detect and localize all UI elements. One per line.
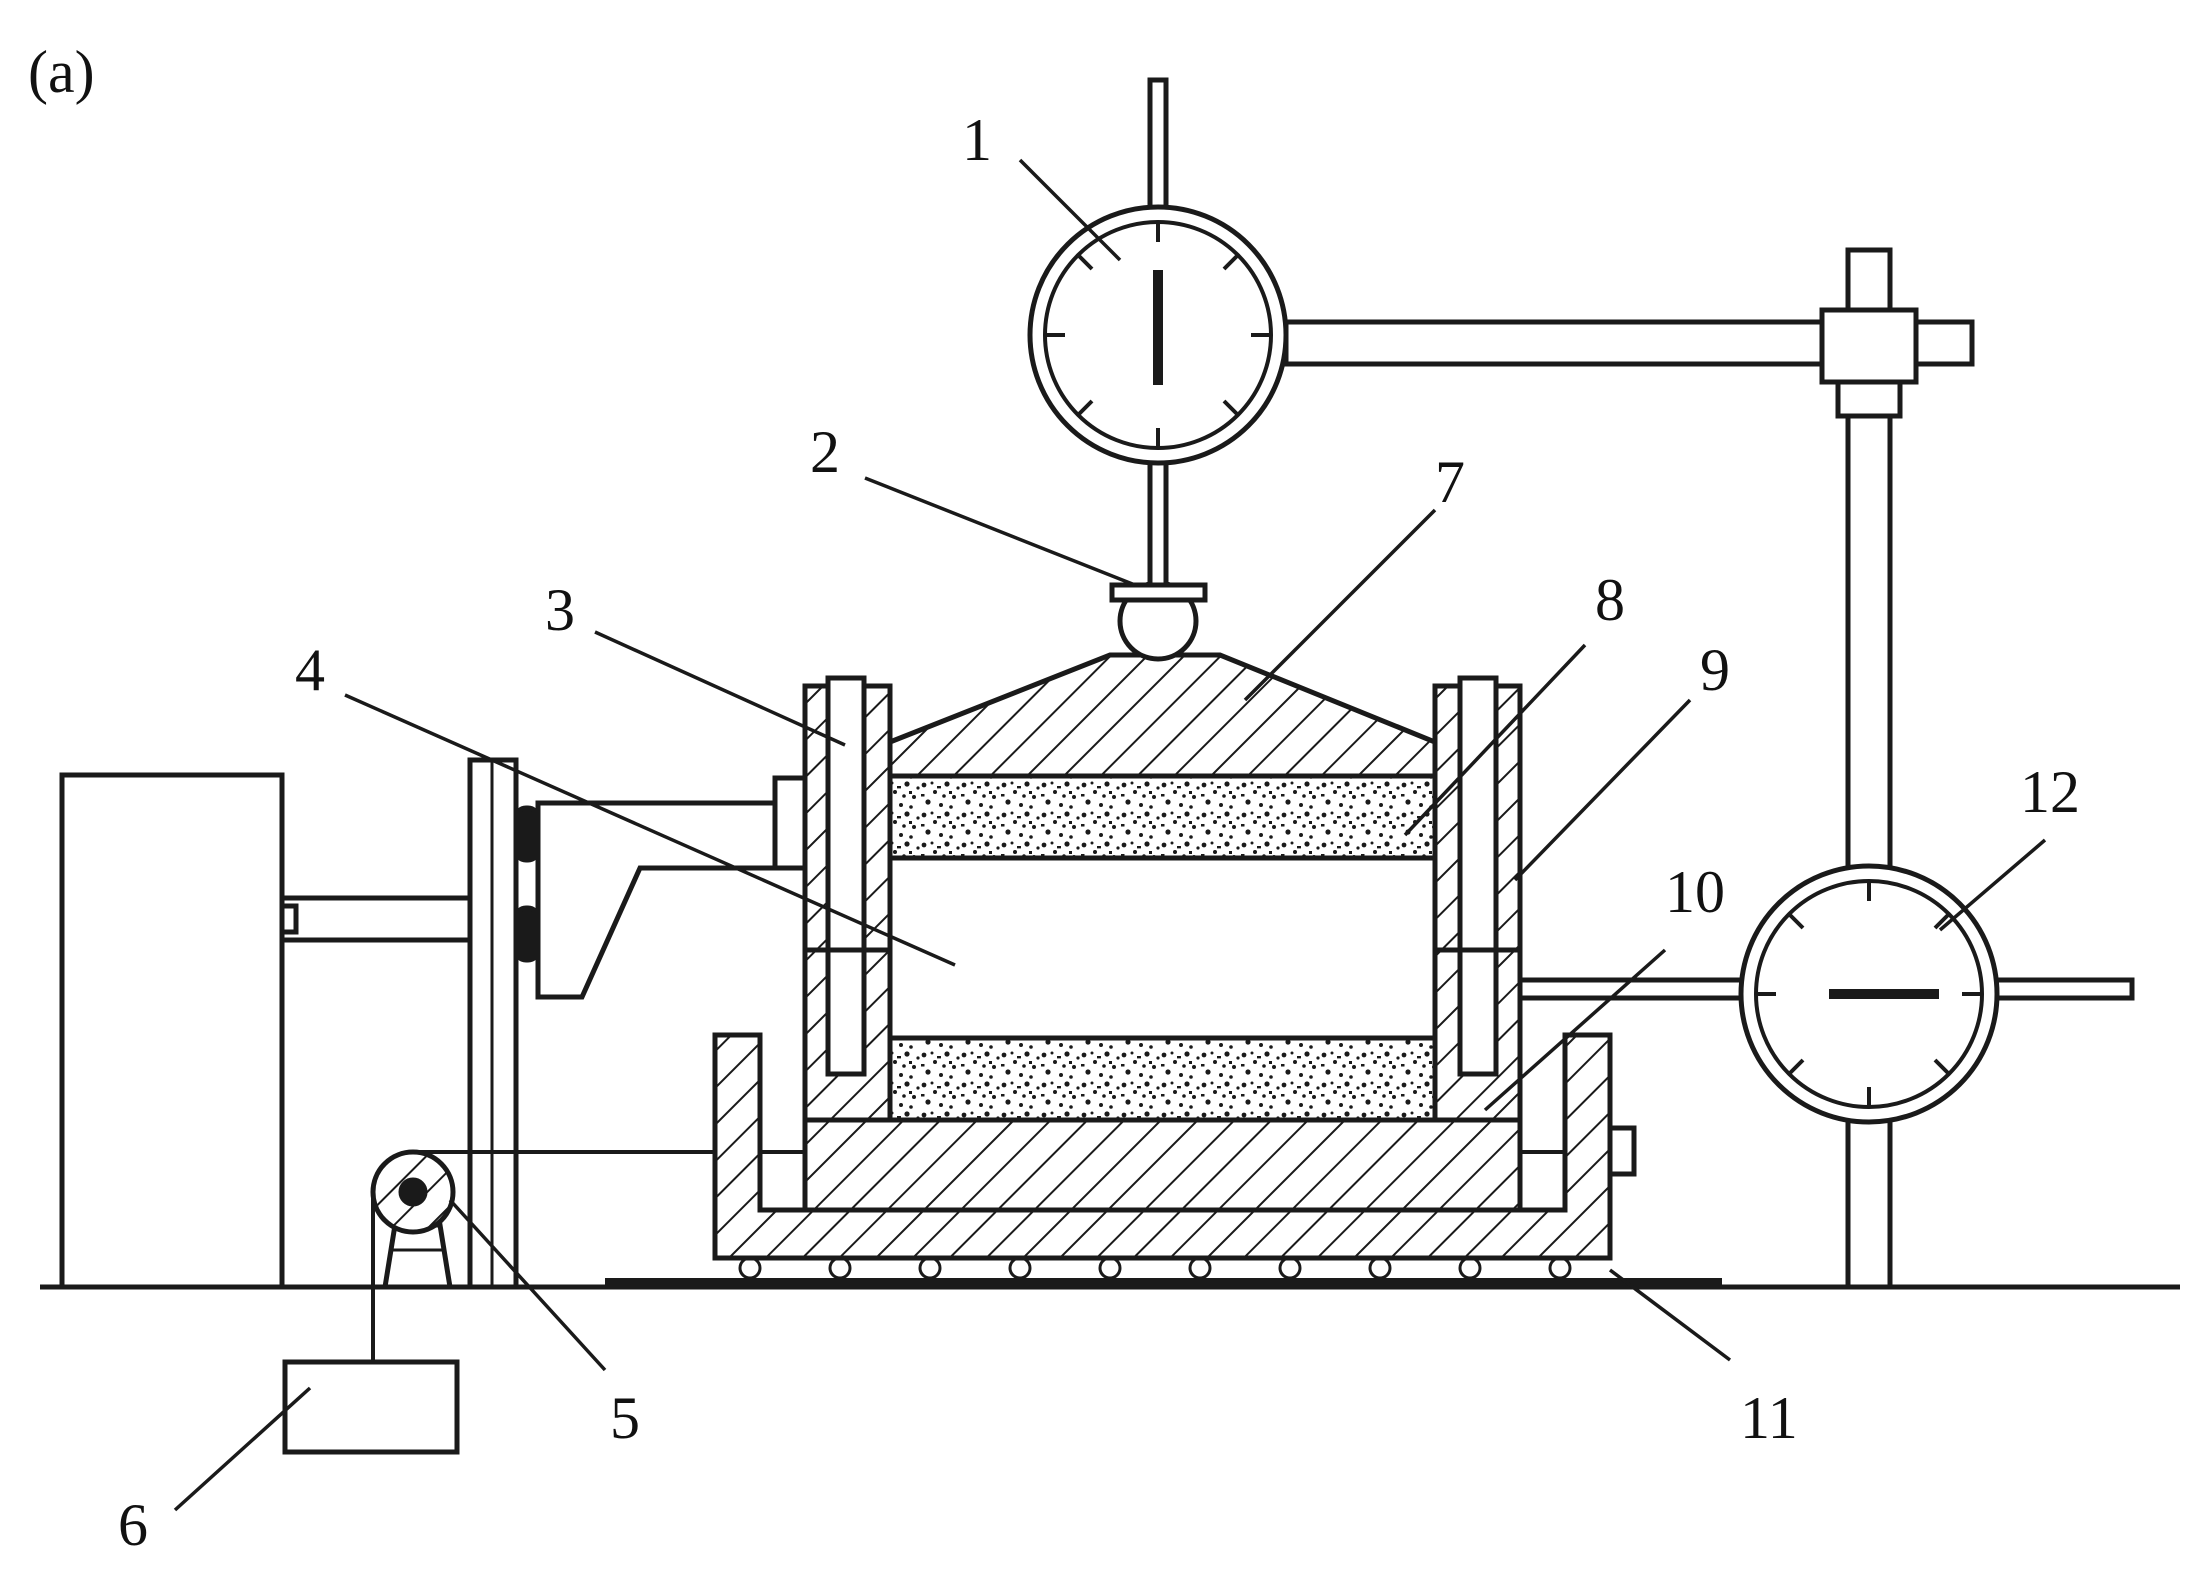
motor-shaft-collar [279,903,299,935]
lower-shear-box [712,1032,1613,1261]
callout-2: 2 [810,419,840,485]
leader-1 [1018,158,1122,262]
motor-shaft [279,895,473,943]
leader-2 [864,476,1136,587]
callout-3: 3 [545,577,575,643]
panel-label: (a) [28,39,95,105]
leader-5 [448,1198,607,1372]
callout-9: 9 [1700,637,1730,703]
callout-11: 11 [1740,1385,1798,1451]
guide-pin-left [825,675,867,1077]
leader-4 [344,693,956,967]
leader-7 [1243,508,1437,702]
lower-box-bolt [1607,1125,1637,1177]
upper-porous-stone [887,773,1438,861]
stand-clamp [1819,307,1919,385]
hanging-weight [282,1359,460,1455]
roller-bearing-lower [513,905,541,963]
leader-11 [1608,1268,1732,1362]
leader-3 [594,630,846,747]
callout-12: 12 [2020,759,2080,825]
callout-5: 5 [610,1385,640,1451]
callout-4: 4 [295,637,325,703]
vertical-gauge-stem [1147,457,1169,588]
stand-clamp-lower [1835,379,1903,419]
vertical-gauge-stem-top [1147,77,1169,221]
callout-6: 6 [118,1492,148,1558]
leader-6 [173,1386,312,1512]
lower-porous-stone [887,1035,1438,1123]
ball-seat [1109,582,1208,603]
callout-7: 7 [1435,449,1465,515]
horizontal-dial-gauge [1738,863,2000,1125]
base-plate [802,1117,1523,1213]
callout-10: 10 [1665,859,1725,925]
push-plate [772,775,810,871]
callout-8: 8 [1595,567,1625,633]
soil-sample [887,855,1438,1041]
roller-bearing-upper [513,805,541,863]
loading-cap [887,652,1438,779]
callout-1: 1 [962,107,992,173]
leader-lines [173,158,2047,1512]
roller-track [605,1256,1722,1287]
guide-pin-right [1457,675,1499,1077]
vertical-dial-gauge [1027,204,1289,466]
leader-12 [1938,838,2047,932]
leader-10 [1483,948,1667,1112]
pulley-stand [382,1222,453,1290]
leader-9 [1513,698,1692,882]
leader-8 [1403,643,1587,837]
motor-box [59,772,285,1290]
pulley-axle [398,1177,428,1207]
